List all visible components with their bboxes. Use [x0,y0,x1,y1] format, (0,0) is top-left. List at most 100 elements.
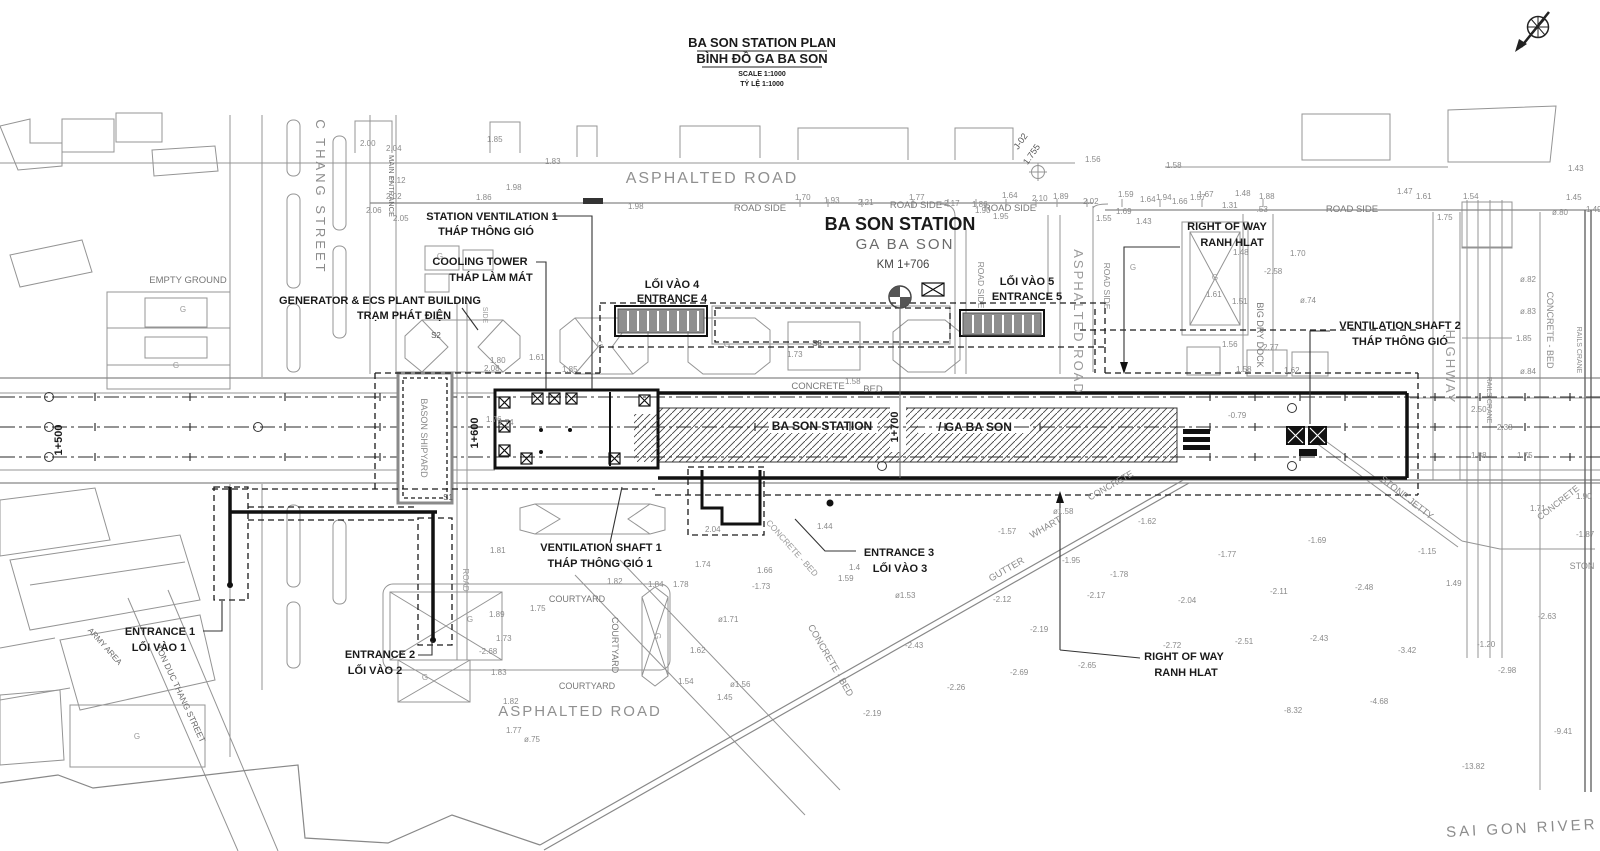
spot-elevation: -2.12 [993,595,1012,604]
label-courtyard-3: COURTYARD [559,681,616,691]
spot-elevation: 1.84 [648,580,664,589]
label-c-thang-street: C THANG STREET [313,119,328,274]
north-arrow-icon [1515,11,1550,52]
label-ton-duc-thang-street: TON DUC THANG STREET [154,643,208,744]
label-concrete-diag-3: CONCRETE [1535,483,1581,522]
spot-elevation: -1.87 [1576,530,1595,539]
spot-elevation: 2.02 [1083,197,1099,206]
spot-elevation: 2.04 [386,144,402,153]
spot-elevation: 1.90 [975,206,991,215]
spot-elevation: 1.75 [1517,451,1533,460]
spot-elevation: -1.69 [1308,536,1327,545]
label-road-side-3: ROAD SIDE [984,203,1036,214]
spot-elevation: 2.04 [705,525,721,534]
spot-elevation: -0.79 [1228,411,1247,420]
spot-elevation: 1.86 [972,200,988,209]
station-hatched-box [657,407,1178,463]
label-g-2: G [173,361,179,370]
spot-elevation: -1.15 [1418,547,1437,556]
label-entrance-2: ENTRANCE 2 [345,649,415,661]
spot-elevation: 1.89 [489,610,505,619]
spot-elevation: 1.56 [1222,340,1238,349]
spot-elevation: 1.62 [1284,366,1300,375]
spot-elevation: 1.90 [1576,492,1592,501]
spot-elevation: 1.47 [1397,187,1413,196]
spot-elevation: -2.63 [1538,612,1557,621]
label-bason-shipyard: BASON SHIPYARD [419,398,429,478]
label-station-name: BA SON STATION [825,214,976,234]
spot-elevation: 1.59 [838,574,854,583]
spot-elevation: ø.84 [1520,367,1537,376]
spot-elevation: -1.20 [1477,640,1496,649]
spot-elevation: 1.75 [530,604,546,613]
spot-elevation: 1.45 [717,693,733,702]
label-right-of-way-bottom: RIGHT OF WAY [1144,651,1224,663]
spot-elevation: 1.89 [1053,192,1069,201]
spot-elevation: -2.58 [1264,267,1283,276]
spot-elevation: 1.82 [607,577,623,586]
label-concrete-bed-h2: BED [863,384,883,395]
spot-elevation: 1.44 [817,522,833,531]
label-courtyard-2: COURTYARD [610,617,620,674]
spot-elevation: ø1.58 [1053,507,1074,516]
spot-elevation: 1.77 [506,726,522,735]
label-station-hatch-en: BA SON STATION [772,419,872,433]
spot-elevation: 1.75 [1437,213,1453,222]
label-g-4: G [467,615,473,624]
label-wharf: WHART [1028,514,1064,541]
label-concrete-bed-vert: CONCRETE - BED [1545,291,1555,369]
spot-elevation: 1.43 [1136,217,1152,226]
label-s2: S2 [431,331,441,340]
spot-elevation: 1.71 [1530,504,1546,513]
spot-elevation: 1.98 [506,183,522,192]
spot-elevation: 1.82 [503,697,519,706]
west-box-details [498,282,945,465]
label-s8: S8 [812,339,822,348]
label-asphalted-road-vert: ASPHALTED ROAD [1071,249,1086,395]
title-scale-en: SCALE 1:1000 [738,71,786,78]
spot-elevation: ø.74 [1300,296,1317,305]
spot-elevation: 1.62 [690,646,706,655]
spot-elevation: -9.41 [1554,727,1573,736]
title-line1: BA SON STATION PLAN [688,35,836,50]
label-entrance-3: ENTRANCE 3 [864,547,934,559]
label-station-name-vn: GA BA SON [856,236,955,253]
spot-elevation: 1.70 [1290,249,1306,258]
spot-elevation: 1.59 [1118,190,1134,199]
label-g-8: G [1212,273,1218,282]
spot-elevation: 1.85 [562,365,578,374]
spot-elevation: 1.88 [1259,192,1275,201]
label-ston: STON [1570,561,1595,571]
label-cooling-tower-vn: THÁP LÀM MÁT [449,271,533,284]
spot-elevation: -2.19 [1030,625,1049,634]
spot-elevation: 2.05 [393,214,409,223]
spot-elevation: ø.83 [1520,307,1537,316]
label-survey-j02: J-02 [1011,131,1029,151]
title-scale-vn: TỶ LỆ 1:1000 [740,79,784,88]
spot-elevation: 1.56 [1085,155,1101,164]
spot-elevation: 2.17 [944,199,960,208]
label-road-side-vert-2: ROAD SIDE [1102,263,1112,310]
spot-elevation: 1.95 [993,212,1009,221]
spot-elevation: -2.43 [905,641,924,650]
spot-elevation: 1.94 [1156,193,1172,202]
road-ticks [799,199,1264,207]
label-station-hatch-vn: / GA BA SON [938,420,1012,434]
spot-elevation: 1.51 [1232,297,1248,306]
label-concrete-bed-diag2: CONCRETE - BED [764,518,820,579]
spot-elevation: -2.04 [1178,596,1197,605]
spot-elevation: -1.73 [752,582,771,591]
spot-elevation: -2.43 [1310,634,1329,643]
spot-elevation: 1.58 [1236,365,1252,374]
spot-elevation: 1.61 [529,353,545,362]
spot-elevation: 1.61 [1416,192,1432,201]
label-entrance-4: ENTRANCE 4 [637,293,708,305]
spot-elevation: ø.82 [1520,275,1537,284]
spot-elevation: -2.48 [1355,583,1374,592]
spot-elevation: 1.78 [673,580,689,589]
road-edges [0,202,1600,851]
spot-elevation: 1.74 [498,418,514,427]
survey-circles [44,392,1297,471]
spot-elevation: 1.57 [1190,193,1206,202]
